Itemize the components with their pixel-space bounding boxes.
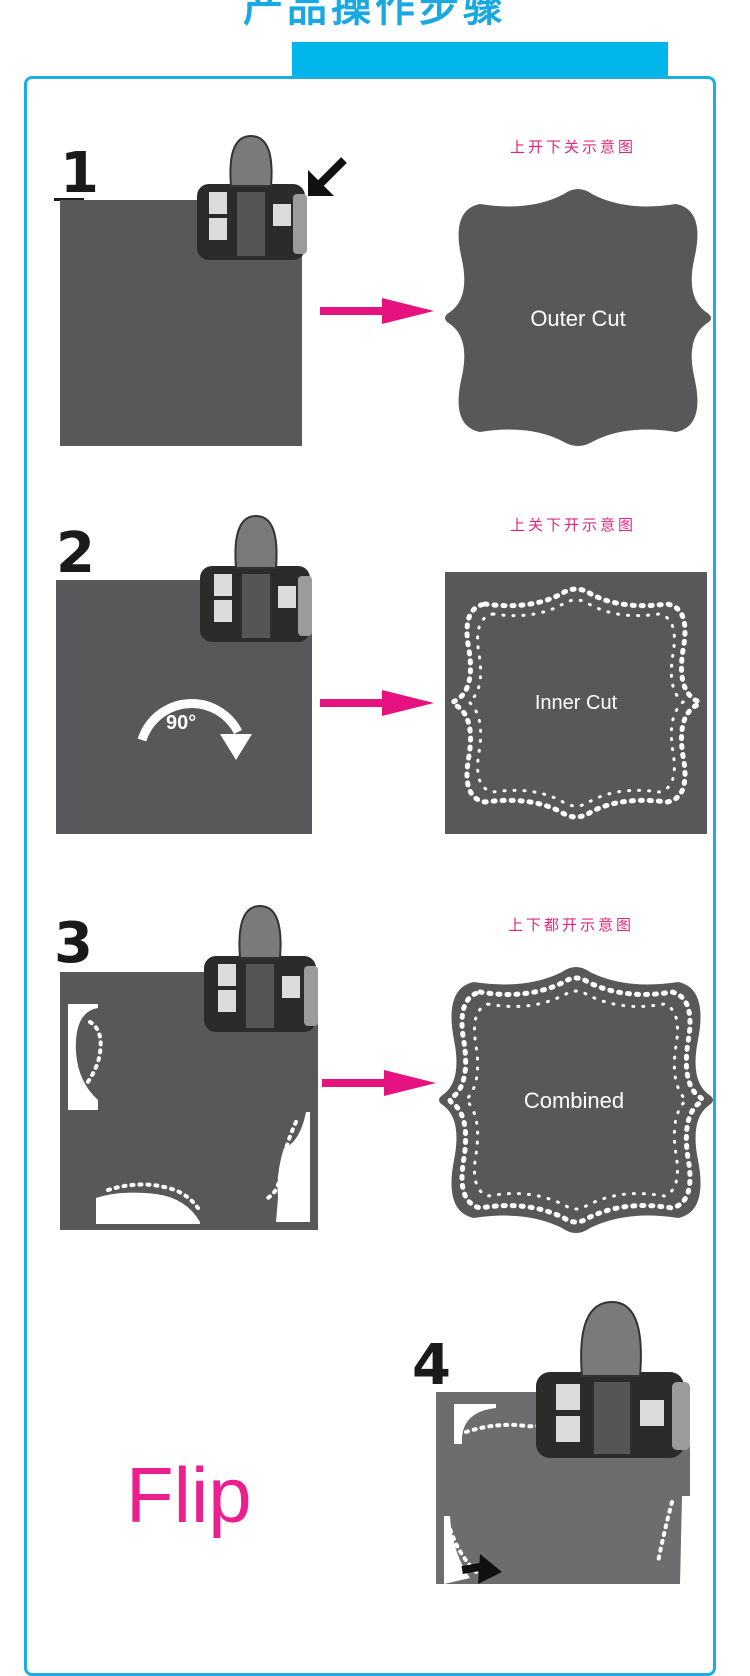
step-4-punch bbox=[536, 1300, 690, 1458]
step-4-arrow-icon bbox=[461, 1554, 502, 1584]
flip-label: Flip bbox=[126, 1451, 252, 1539]
step-3-result-shape bbox=[439, 967, 713, 1233]
step-1-number: 1 bbox=[60, 141, 99, 206]
step-3-arrow-icon bbox=[322, 1070, 436, 1096]
rotation-angle-label: 90° bbox=[166, 712, 197, 734]
step-1-caption: 上开下关示意图 bbox=[510, 138, 637, 156]
step-4-number: 4 bbox=[412, 1333, 451, 1398]
step-3-number: 3 bbox=[54, 911, 93, 976]
step-1-result-shape bbox=[445, 189, 711, 446]
step-1-punch bbox=[197, 134, 307, 260]
step-2-caption: 上关下开示意图 bbox=[510, 516, 637, 534]
step-2-arrow-icon bbox=[320, 690, 434, 716]
step-2-result-label: Inner Cut bbox=[534, 692, 618, 714]
step-1-pointer-arrow-icon bbox=[308, 157, 347, 196]
step-1-number-underline bbox=[54, 198, 84, 201]
step-2-result-shape bbox=[445, 572, 707, 834]
step-3-caption: 上下都开示意图 bbox=[508, 916, 635, 934]
step-2-number: 2 bbox=[56, 521, 95, 586]
step-3-result-label: Combined bbox=[523, 1088, 625, 1113]
step-1-arrow-icon bbox=[320, 298, 434, 324]
step-1-result-label: Outer Cut bbox=[530, 306, 626, 331]
title-accent-bar bbox=[292, 42, 668, 77]
page-title: 产品操作步骤 bbox=[243, 0, 507, 31]
step-2-punch bbox=[200, 514, 312, 642]
rotate-90-icon bbox=[137, 699, 252, 760]
step-3-punch bbox=[204, 904, 318, 1032]
